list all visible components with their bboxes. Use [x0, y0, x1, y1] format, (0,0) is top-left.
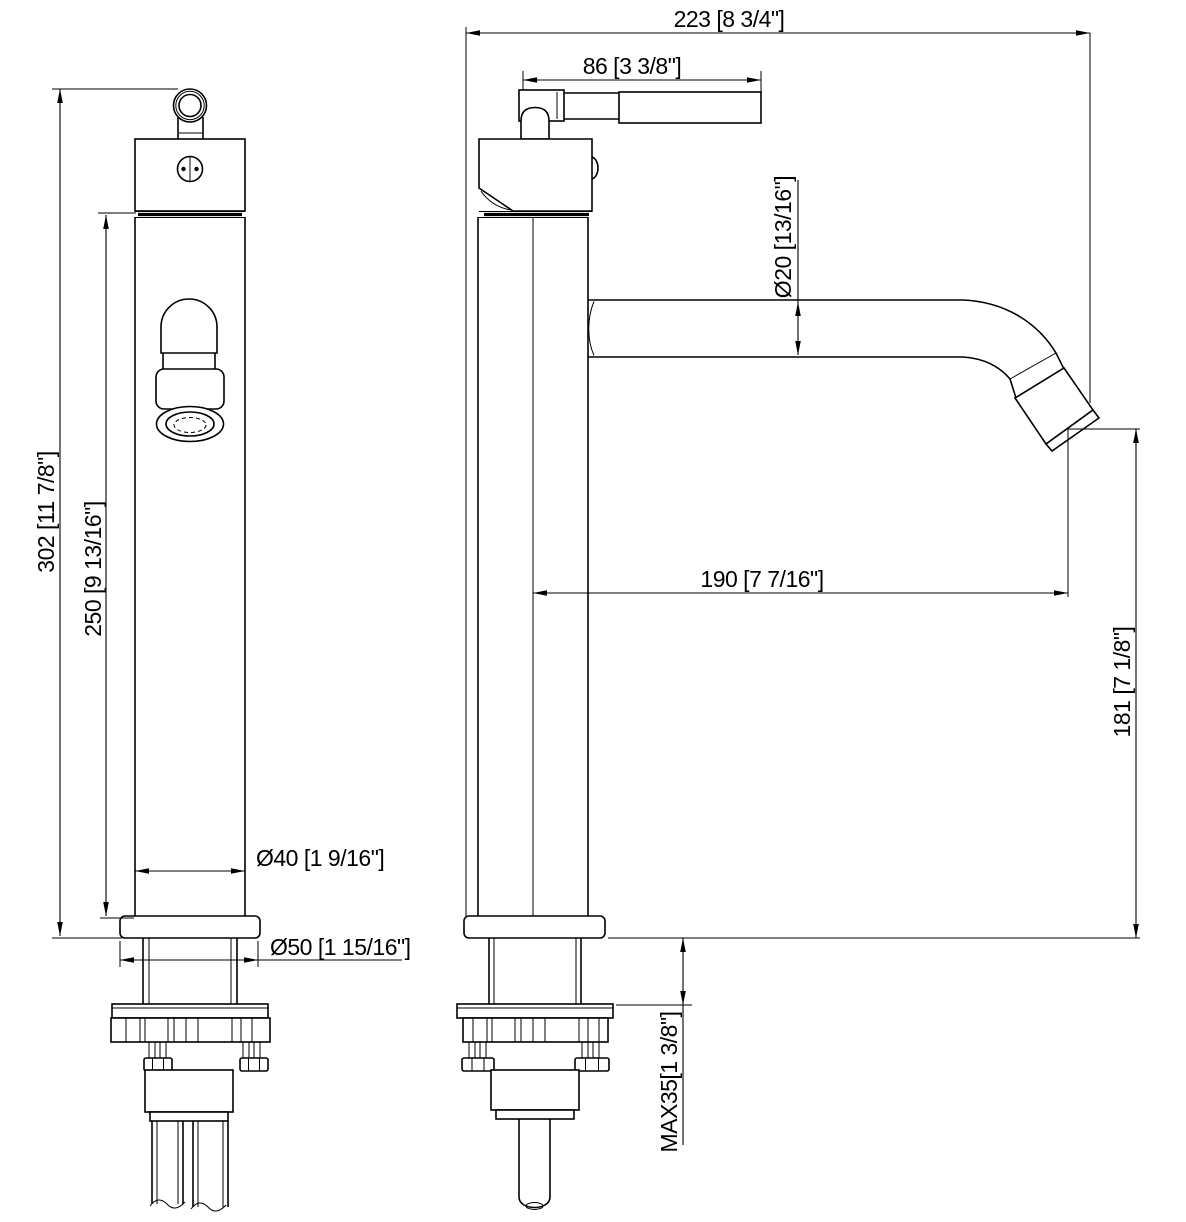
- spout-tip-face: [1044, 408, 1101, 453]
- faucet-body-side: [477, 217, 589, 916]
- dim-label-max-deck-thickness: MAX35[1 3/8"]: [656, 1011, 682, 1152]
- dim-column-height: 250 [9 13/16"]: [80, 215, 109, 916]
- mounting-hardware-front: [110, 938, 271, 1212]
- faucet-cap-front: [134, 138, 246, 218]
- aerator-knurl-ring: [155, 368, 225, 410]
- shank-collar: [149, 1111, 229, 1122]
- mounting-bolt-right: [574, 1042, 610, 1072]
- shank-body: [490, 1069, 580, 1111]
- supply-hose-right: [190, 1121, 229, 1212]
- dim-label-base-diameter: Ø50 [1 15/16"]: [270, 934, 411, 960]
- dim-label-column-height: 250 [9 13/16"]: [80, 501, 106, 636]
- handle-ring-front: [172, 88, 208, 139]
- front-view-faucet: [110, 88, 271, 1212]
- dim-handle-length: 86 [3 3/8"]: [523, 53, 761, 83]
- supply-hose-left: [149, 1121, 186, 1209]
- mounting-washer: [111, 1003, 269, 1019]
- dim-label-body-diameter: Ø40 [1 9/16"]: [256, 845, 384, 871]
- faucet-cap-side: [478, 138, 599, 218]
- set-screw-dot: [181, 166, 186, 172]
- dim-label-overall-height: 302 [11 7/8"]: [33, 451, 59, 572]
- mounting-bolt-left: [143, 1042, 173, 1072]
- dim-label-spout-reach: 190 [7 7/16"]: [700, 566, 823, 592]
- mounting-washer: [456, 1003, 614, 1019]
- base-knurl-ring-front: [119, 915, 261, 939]
- dim-spout-diameter: Ø20 [13/16"]: [770, 176, 801, 355]
- dim-overall-height: 302 [11 7/8"]: [33, 89, 63, 936]
- dim-label-spout-diameter: Ø20 [13/16"]: [770, 176, 796, 298]
- dim-label-overall-depth: 223 [8 3/4"]: [674, 6, 785, 32]
- spout-tip-knurl: [1013, 366, 1095, 446]
- mounting-bolt-right: [239, 1042, 269, 1072]
- spout-side: [588, 299, 1101, 453]
- dim-max-deck-thickness: MAX35[1 3/8"]: [656, 938, 686, 1153]
- dim-spout-reach: 190 [7 7/16"]: [533, 566, 1068, 596]
- supply-pipe: [518, 1119, 551, 1210]
- mounting-flange-nut: [110, 1017, 271, 1043]
- mounting-bolt-left: [461, 1042, 495, 1072]
- shank-collar: [495, 1109, 575, 1120]
- mounting-hardware-side: [456, 938, 614, 1210]
- mounting-flange-nut: [462, 1017, 609, 1043]
- dim-body-diameter: Ø40 [1 9/16"]: [135, 845, 385, 874]
- set-screw-dot: [194, 166, 199, 172]
- dim-spout-height: 181 [7 1/8"]: [1109, 429, 1139, 938]
- dim-base-diameter: Ø50 [1 15/16"]: [120, 934, 411, 963]
- dim-label-spout-height: 181 [7 1/8"]: [1109, 627, 1135, 738]
- cap-screw-bump: [591, 156, 599, 180]
- handle-knurl-grip: [618, 91, 762, 124]
- lever-handle-side: [518, 89, 762, 140]
- dim-overall-depth: 223 [8 3/4"]: [466, 6, 1090, 36]
- handle-pivot-dome: [520, 106, 550, 140]
- shank-body: [144, 1069, 234, 1113]
- side-view-faucet: [456, 89, 1101, 1210]
- faucet-body-front: [134, 217, 246, 916]
- spout-front: [155, 298, 225, 443]
- dim-label-handle-length: 86 [3 3/8"]: [583, 53, 682, 79]
- extension-lines: [52, 27, 1140, 1006]
- base-knurl-ring-side: [463, 915, 606, 939]
